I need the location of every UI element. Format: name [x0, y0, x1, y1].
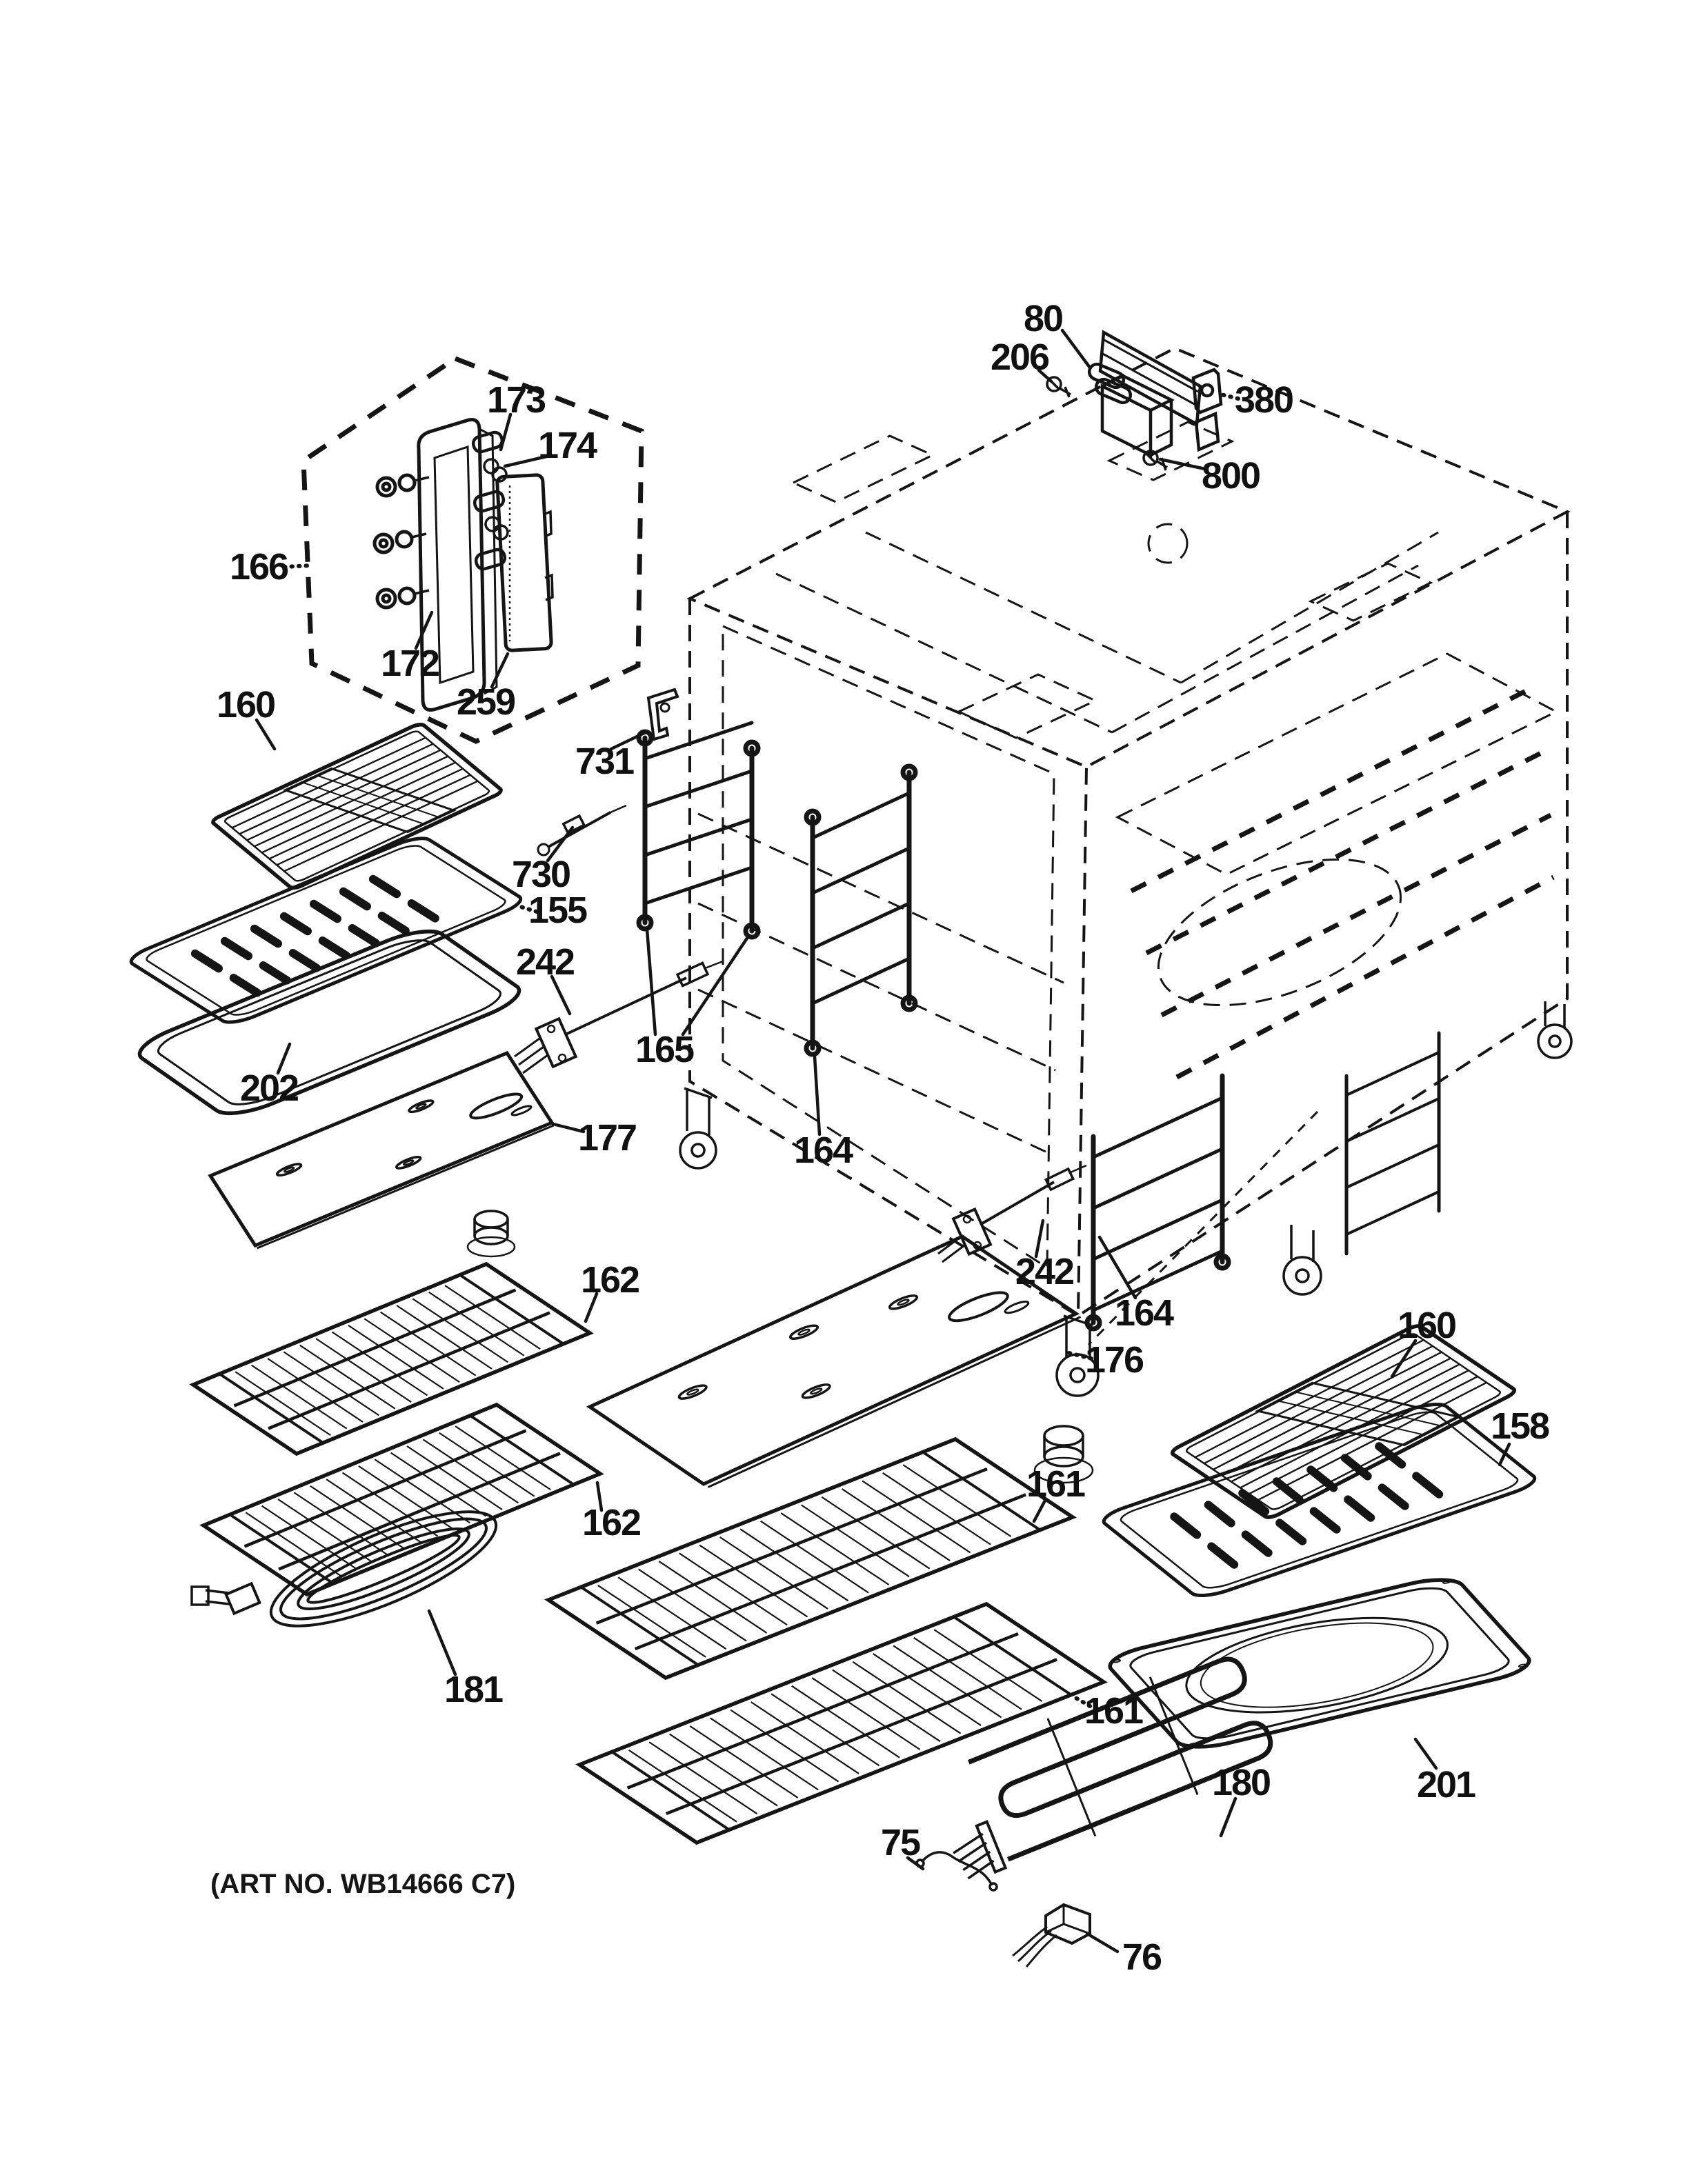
sensor-242-left — [514, 960, 724, 1074]
rack-guide-165 — [636, 721, 761, 940]
bracket-731 — [646, 688, 679, 741]
range-cabinet-outline — [686, 346, 1571, 1346]
callout-202: 202 — [239, 1068, 299, 1109]
callout-206: 206 — [990, 337, 1050, 378]
oven-rack-160-left — [210, 723, 504, 890]
rack-guide-164-center — [804, 763, 918, 1057]
callout-165: 165 — [635, 1029, 695, 1070]
leader-lines — [255, 328, 1511, 1954]
caster-back-right — [1537, 1001, 1573, 1059]
callout-75: 75 — [880, 1822, 921, 1863]
probe-730 — [537, 804, 627, 856]
wire-75 — [915, 1851, 998, 1892]
callout-176: 176 — [1084, 1339, 1144, 1381]
callout-380: 380 — [1234, 379, 1294, 421]
broiler-insert-155 — [124, 834, 528, 1026]
rack-guide-164-right — [1084, 1073, 1231, 1332]
callout-180: 180 — [1211, 1762, 1271, 1803]
callout-155: 155 — [528, 890, 588, 931]
callout-174: 174 — [537, 425, 597, 466]
transformer-assembly-80 — [1046, 330, 1223, 471]
cover-plate-259 — [495, 473, 554, 652]
terminal-cylinders-173 — [471, 430, 507, 571]
caster-wheels — [679, 1001, 1573, 1397]
callout-800: 800 — [1201, 455, 1261, 497]
callout-164-right: 164 — [1114, 1292, 1174, 1334]
callout-201: 201 — [1416, 1764, 1476, 1805]
callout-730: 730 — [511, 854, 571, 895]
cover-panel-177 — [210, 1053, 554, 1248]
callout-177: 177 — [577, 1117, 637, 1159]
cover-panel-176 — [590, 1236, 1081, 1487]
art-number: (ART NO. WB14666 C7) — [210, 1869, 516, 1899]
oval-element-181 — [190, 1510, 498, 1627]
leader-lines-dotted — [282, 392, 1240, 1708]
callout-166: 166 — [229, 546, 289, 588]
callout-731: 731 — [575, 741, 635, 782]
bracket-380 — [1191, 368, 1223, 452]
caster-right — [1282, 1225, 1322, 1296]
grommet-177 — [466, 1210, 516, 1258]
broiler-insert-158 — [1097, 1400, 1542, 1600]
callout-158: 158 — [1490, 1405, 1550, 1447]
callout-242-right: 242 — [1015, 1251, 1075, 1292]
callout-160-right: 160 — [1397, 1305, 1457, 1346]
terminal-block-172 — [372, 418, 498, 712]
broiler-pan-201 — [1101, 1574, 1538, 1753]
callout-80: 80 — [1023, 298, 1064, 339]
callout-173: 173 — [486, 379, 546, 421]
grommet-176 — [1033, 1425, 1094, 1484]
callout-161-lower: 161 — [1084, 1690, 1144, 1732]
control-housing-boundary — [301, 356, 644, 744]
burner-grid-161-lower — [579, 1604, 1104, 1843]
callout-162-lower: 162 — [581, 1502, 642, 1543]
callout-161-upper: 161 — [1026, 1463, 1086, 1505]
caster-front-left — [679, 1087, 717, 1170]
callout-181: 181 — [444, 1669, 504, 1710]
sensor-242-right — [937, 1164, 1087, 1263]
callout-172: 172 — [380, 643, 440, 684]
plug-76 — [1012, 1903, 1091, 1967]
callout-259: 259 — [456, 681, 516, 723]
callout-160-left: 160 — [216, 684, 276, 725]
callout-76: 76 — [1122, 1936, 1162, 1978]
burner-grid-161-upper — [548, 1439, 1073, 1678]
callout-242-left: 242 — [515, 941, 575, 983]
rack-guide-right-rear — [1344, 1031, 1441, 1256]
callout-162-upper: 162 — [580, 1259, 640, 1301]
burner-grid-162-upper — [193, 1264, 590, 1454]
callout-164-center: 164 — [793, 1130, 853, 1171]
broiler-pan-202 — [128, 924, 531, 1121]
screw-800 — [1142, 450, 1168, 471]
